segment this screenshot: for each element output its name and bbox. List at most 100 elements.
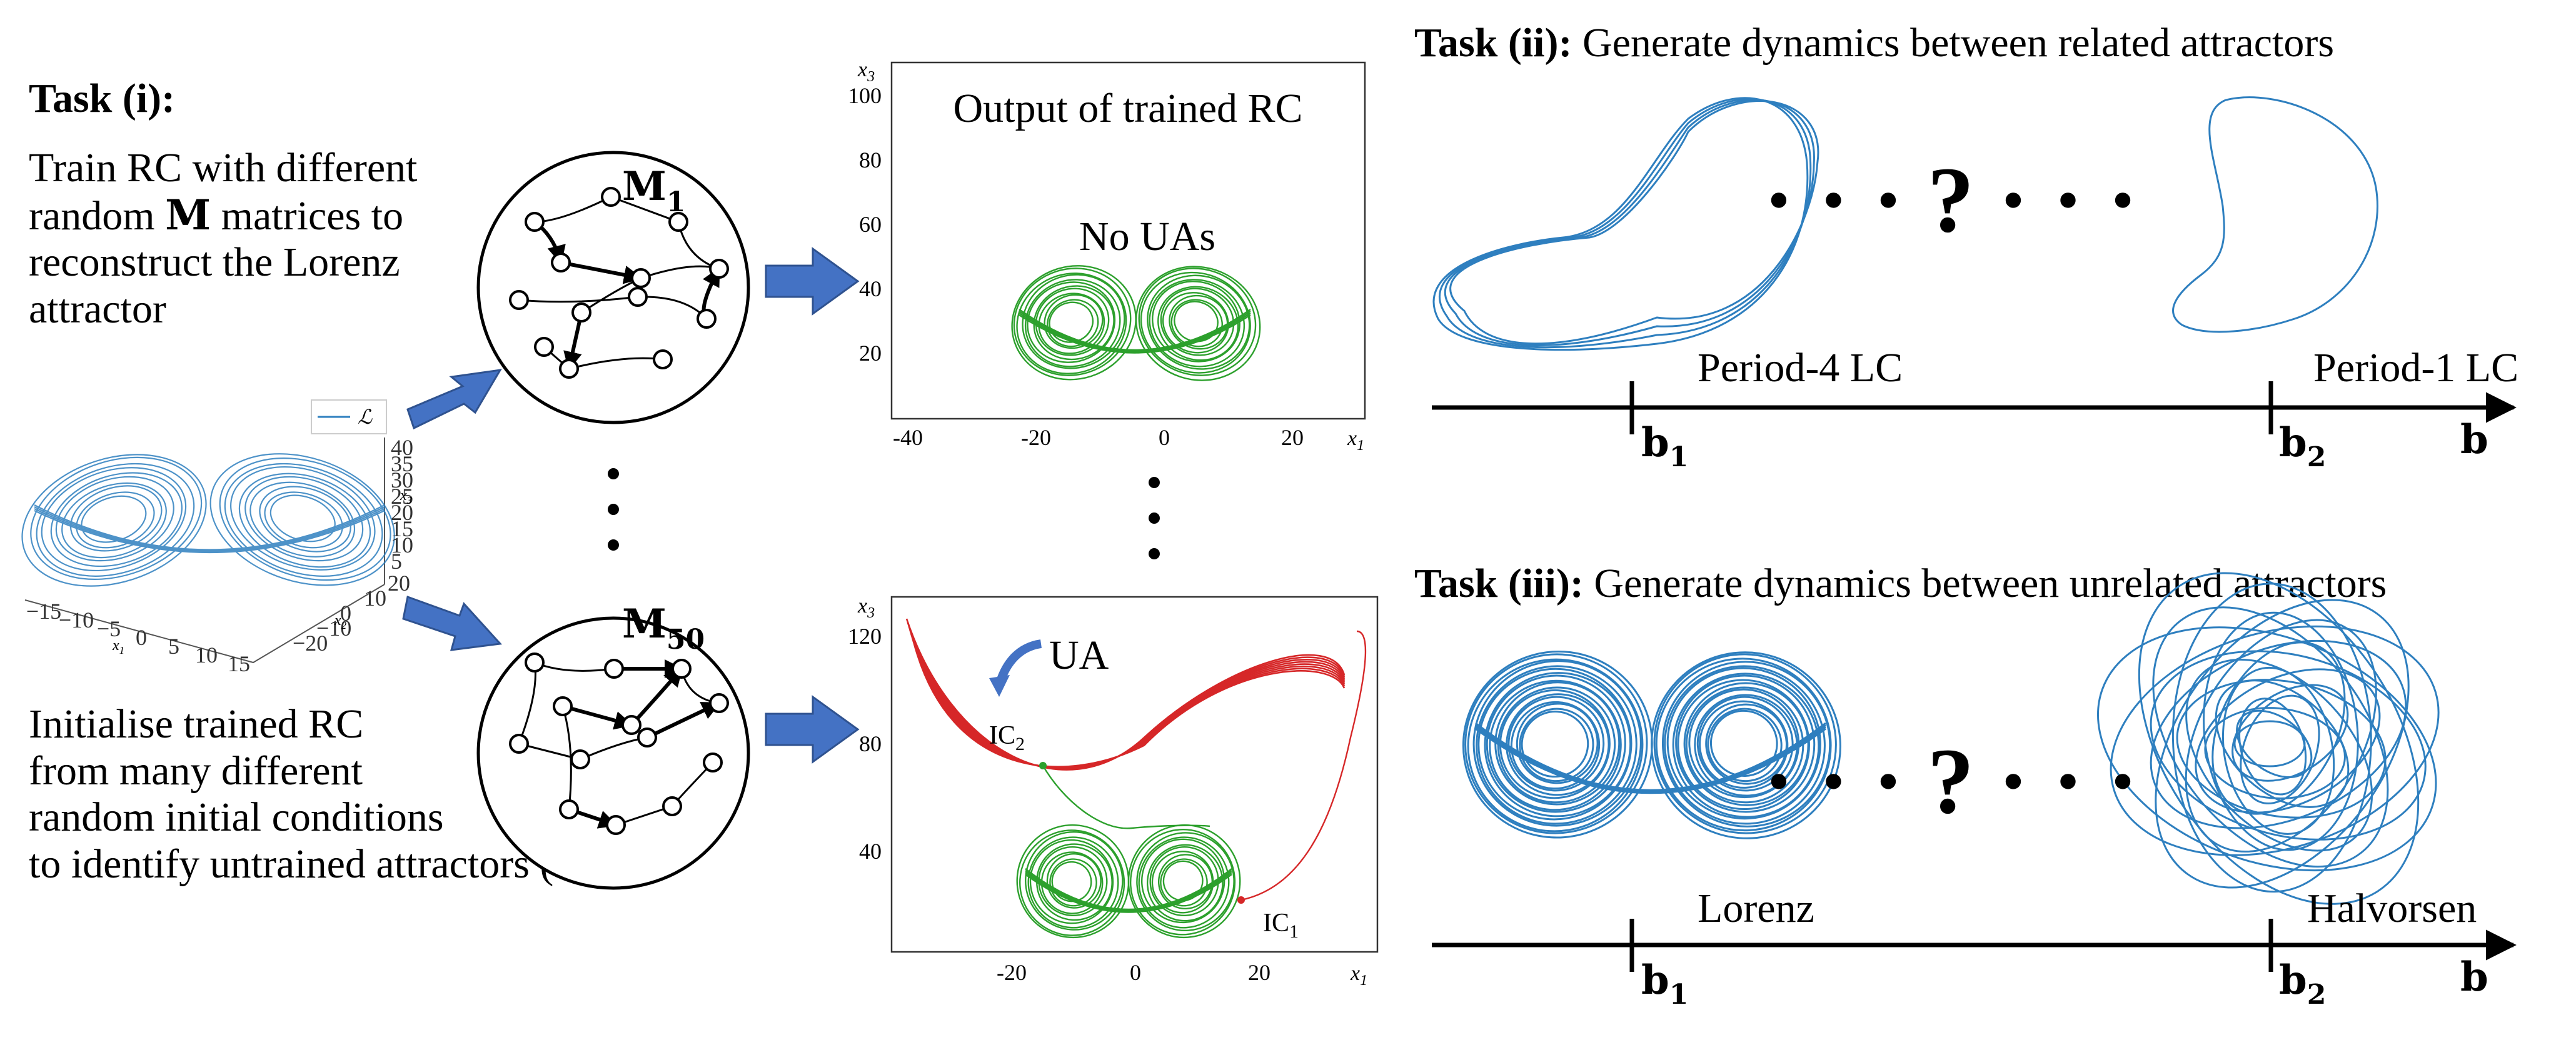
ic2-label: IC2 [989,721,1025,754]
ua-xticks-tick: 20 [1248,960,1270,985]
task-iii-lorenz-right-lobe [1683,682,1809,806]
ua-green-lorenz-bridge [1025,870,1232,911]
ua-green-lorenz-right-lobe [1157,854,1214,909]
lorenz3d-right-lobe [230,466,376,571]
task-iii-lorenz-right-lobe [1675,674,1816,813]
arrow-to-network-bottom [402,595,503,651]
ua-green-lorenz-left-lobe [1016,824,1130,939]
network-m1-graph [509,187,729,379]
output-lorenz-left-lobe [1033,285,1115,361]
halvorsen-loop [2150,639,2407,829]
ic1-trajectory [1240,630,1367,901]
network-node [697,309,717,329]
output-lorenz-left-lobe [1027,281,1116,363]
ua-green-lorenz-right-lobe [1162,860,1204,902]
task-iii-lorenz-left-lobe [1486,674,1626,813]
task-ii-panel: Task (ii): Generate dynamics between rel… [1414,20,2518,473]
output-lorenz-right-lobe [1169,294,1229,350]
task-iii-lorenz-right-lobe [1664,665,1826,825]
network-node [653,349,673,369]
network-m1-label: M1 [622,163,685,218]
period-4-loop [1439,98,1812,349]
task-iii-right-caption: Halvorsen [2307,886,2477,931]
lorenz3d-left-lobe [69,485,163,552]
ic1-label: IC1 [1263,909,1299,942]
network-node [709,693,729,713]
lorenz3d-left-lobe [55,476,174,562]
network-node [525,212,545,232]
halvorsen-attractor [2097,572,2440,905]
train-line-1: Train RC with different [29,145,418,191]
task-iii-lorenz-right-lobe [1653,653,1837,834]
output-lorenz-right-lobe [1135,266,1261,381]
lorenz3d-left-lobe [41,467,187,572]
output-lorenz-right-lobe [1152,281,1240,362]
train-line-4: attractor [29,286,166,332]
ua-green-lorenz-left-lobe [1029,839,1114,924]
task-iii-lorenz-right-lobe [1655,658,1832,832]
lorenz3d-x1ticks-tick: 0 [136,625,147,650]
ua-green-lorenz-left-lobe [1040,851,1104,914]
network-node [709,259,729,279]
ua-green-lorenz-right-lobe [1138,836,1230,929]
output-lorenz-bridge [1019,314,1251,354]
halvorsen-loop [2203,611,2359,851]
halvorsen-loop [2233,720,2306,768]
network-node [662,796,682,816]
task-iii-lorenz-left-lobe [1497,686,1616,804]
output-lorenz-left-lobe [1022,274,1125,369]
lorenz3d-x3ticks-tick: 20 [391,500,413,525]
lorenz3d-x3ticks-tick: 10 [391,532,413,558]
task-iii-lorenz-left-lobe [1489,679,1622,811]
network-m50-label: M50 [622,601,705,656]
lorenz3d-x3ticks-tick: 30 [391,468,413,492]
task-ii-b2-label: b2 [2279,419,2326,473]
task-iii-lorenz-right-lobe [1705,703,1788,785]
out-yticks-tick: 20 [859,341,882,366]
task-iii-lorenz-left-lobe [1467,658,1644,832]
task-i-train-text: Train RC with different random M matrice… [29,145,418,332]
lorenz3d-x2ticks-tick: −10 [316,616,351,641]
lorenz3d-x1ticks-tick: −5 [97,616,121,641]
network-m50-graph [509,652,729,835]
ua-xticks-tick: -20 [997,960,1027,985]
ua-green-lorenz-left-lobe [1027,836,1119,929]
network-node [559,359,579,379]
ua-red-loop [910,633,1346,769]
task-iii-lorenz-bridge [1475,728,1826,794]
ua-plot-x-label: x1 [1350,962,1367,989]
ua-green-lorenz-right-lobe [1127,824,1241,939]
period-1-limit-cycle [2172,96,2378,333]
task-iii-b-label: b [2460,954,2488,1001]
lorenz3d-right-lobe [244,476,364,562]
network-node [551,252,571,272]
ua-green-lorenz-right-lobe [1149,846,1219,917]
network-node [559,799,579,819]
task-iii-left-caption: Lorenz [1698,886,1814,931]
network-m50: M50 [476,601,750,890]
lorenz3d-bridge [34,504,385,551]
ua-arrow-head [989,675,1010,697]
task-iii-lorenz-left-lobe [1494,681,1621,806]
task-iii-lorenz-left-lobe [1510,701,1601,790]
ic2-trajectory [1042,765,1210,829]
lorenz3d-x1ticks-tick: 15 [228,651,250,676]
lorenz3d-x3ticks-tick: 25 [391,484,413,509]
ua-yticks-tick: 80 [859,731,882,756]
lorenz3d-x2ticks-tick: 10 [364,586,386,611]
lorenz-3d-x3-label: x3 [400,488,412,506]
task-iii-lorenz-right-lobe [1688,688,1800,799]
output-plot: Output of trained RC No UAs 10080604020 … [848,58,1366,454]
output-lorenz-left-lobe [1011,265,1137,381]
lorenz3d-bridge [34,510,385,553]
lorenz3d-left-lobe [36,462,195,577]
period-4-loop [1444,99,1815,346]
out-xticks-tick: 0 [1159,425,1170,450]
network-node [637,728,657,748]
ua-green-lorenz-left-lobe [1038,846,1108,917]
